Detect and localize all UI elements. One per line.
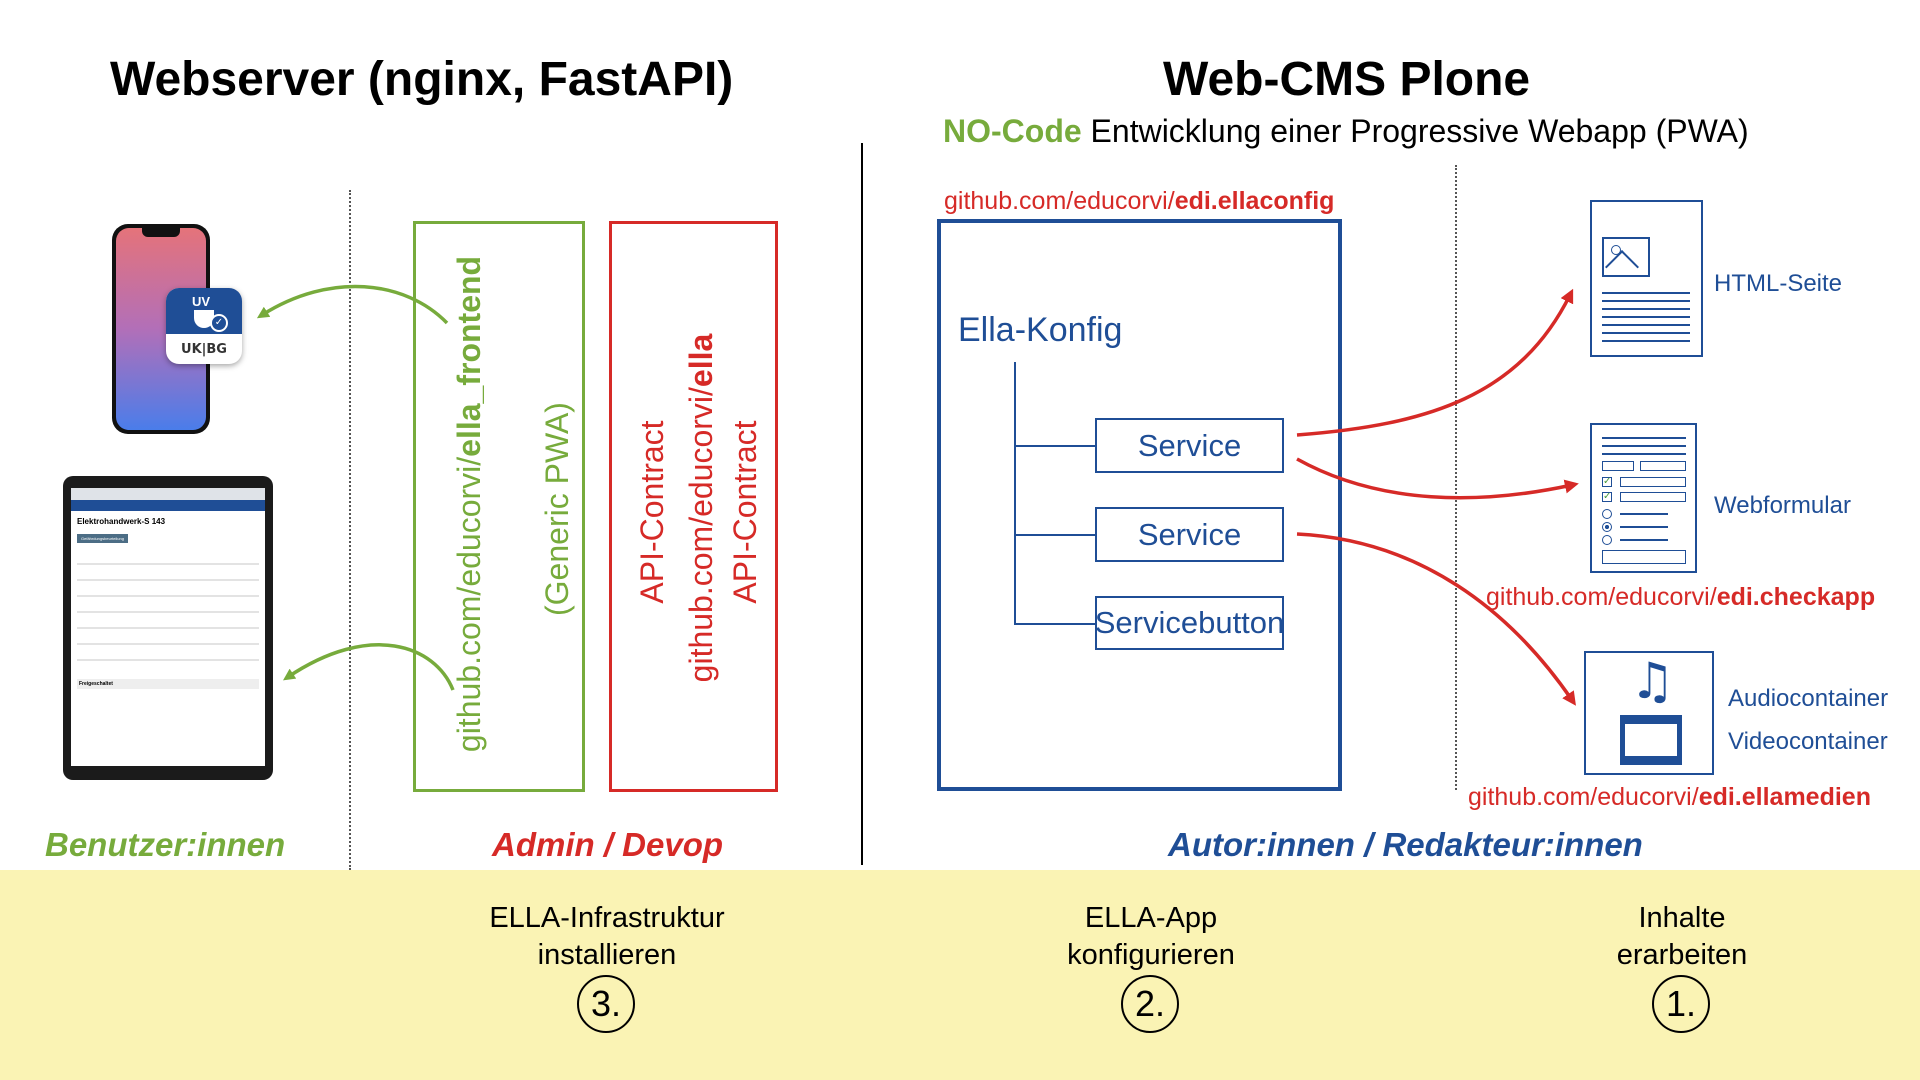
tablet-section-label: Freigeschaltet [77, 679, 259, 689]
subtitle: NO-Code Entwicklung einer Progressive We… [943, 113, 1749, 150]
radio-icon-2 [1602, 522, 1612, 532]
audio-container-label: Audiocontainer [1728, 685, 1889, 712]
ellamedien-repo-link[interactable]: github.com/educorvi/edi.ellamedien [1468, 783, 1871, 812]
tablet-app-header [71, 500, 265, 511]
webform-field-2 [1640, 461, 1686, 471]
right-dotted-divider [1455, 165, 1457, 790]
tree-branch-2 [1014, 534, 1096, 536]
webform-field-4 [1620, 492, 1686, 502]
api-repo-name: ella [683, 333, 719, 388]
step-2-badge: 2. [1121, 975, 1179, 1033]
checkapp-repo-name: edi.checkapp [1716, 583, 1876, 611]
subtitle-highlight: NO-Code [943, 113, 1082, 149]
tablet-action-button: Gefährdungsbeurteilung [77, 534, 128, 543]
checkapp-repo-prefix: github.com/educorvi/ [1486, 583, 1717, 611]
api-repo-box [609, 221, 778, 792]
image-icon [1602, 237, 1650, 284]
tree-trunk [1014, 362, 1016, 624]
app-icon-top-text: UV [192, 294, 211, 309]
frontend-repo-note: (Generic PWA) [539, 402, 575, 616]
main-divider [861, 143, 863, 865]
tablet: Elektrohandwerk-S 143 Gefährdungsbeurtei… [63, 476, 273, 780]
service-item-1[interactable]: Service [1095, 418, 1284, 473]
step-1-line1: Inhalte [1638, 902, 1726, 934]
tree-branch-1 [1014, 445, 1096, 447]
tablet-browser-bar [71, 488, 265, 500]
role-users: Benutzer:innen [45, 826, 286, 863]
ellamedien-repo-name: edi.ellamedien [1698, 783, 1871, 811]
frontend-repo-box [413, 221, 585, 792]
webform-field-3 [1620, 477, 1686, 487]
step-3-line1: ELLA-Infrastruktur [489, 902, 725, 934]
api-repo-prefix: github.com/educorvi/ [683, 387, 719, 683]
webform-field-1 [1602, 461, 1634, 471]
frontend-repo-link[interactable]: github.com/educorvi/ella_frontend [449, 229, 489, 779]
right-title: Web-CMS Plone [1163, 53, 1531, 106]
film-strip-frame [1625, 724, 1677, 756]
film-strip-icon [1620, 715, 1682, 765]
step-2-line2: konfigurieren [1067, 939, 1235, 971]
api-contract-label-1: API-Contract [634, 420, 670, 604]
frontend-repo-prefix: github.com/educorvi/ [451, 456, 487, 753]
frontend-repo-name: ella_frontend [451, 255, 487, 457]
service-item-2[interactable]: Service [1095, 507, 1284, 562]
html-page-lines [1602, 292, 1690, 346]
webform-textarea [1602, 550, 1686, 564]
tablet-screen: Elektrohandwerk-S 143 Gefährdungsbeurtei… [71, 488, 265, 766]
steps-band [0, 870, 1920, 1080]
app-icon-bottom-text: UK|BG [181, 342, 227, 357]
image-icon-sun [1611, 245, 1621, 255]
api-repo-link[interactable]: github.com/educorvi/ella [681, 273, 721, 743]
role-admin: Admin / Devop [492, 826, 724, 863]
step-2-line1: ELLA-App [1084, 902, 1218, 934]
step-3-line2: installieren [537, 939, 677, 971]
ellamedien-repo-prefix: github.com/educorvi/ [1468, 783, 1699, 811]
tablet-form-fields [77, 549, 259, 675]
ellaconfig-repo-name: edi.ellaconfig [1174, 187, 1335, 215]
html-page-icon [1590, 200, 1703, 357]
phone-notch [142, 228, 180, 237]
ellaconfig-repo-link[interactable]: github.com/educorvi/edi.ellaconfig [944, 187, 1334, 216]
tree-branch-3 [1014, 623, 1096, 625]
music-note-icon: ♫ [1630, 652, 1675, 710]
image-icon-mountain [1605, 250, 1639, 284]
checkmark-icon: ✓ [210, 314, 228, 332]
role-authors: Autor:innen / Redakteur:innen [1168, 826, 1643, 863]
uvbg-app-icon: UV ✓ UK|BG [166, 288, 242, 364]
media-container-icon: ♫ [1584, 651, 1714, 775]
html-page-label: HTML-Seite [1714, 270, 1843, 297]
ellaconfig-box [937, 219, 1342, 791]
step-1-line2: erarbeiten [1616, 939, 1748, 971]
shield-icon [194, 310, 214, 328]
radio-icon-1 [1602, 509, 1612, 519]
checkbox-icon-2: ✓ [1602, 491, 1612, 502]
api-contract-label-2: API-Contract [727, 420, 763, 604]
servicebutton-item[interactable]: Servicebutton [1095, 596, 1284, 650]
tablet-page-title: Elektrohandwerk-S 143 [77, 517, 166, 526]
step-3-text: ELLA-Infrastruktur installieren [487, 900, 727, 974]
step-1-text: Inhalte erarbeiten [1562, 900, 1802, 974]
left-dotted-divider [349, 190, 351, 870]
step-1-badge: 1. [1652, 975, 1710, 1033]
webform-header-lines [1602, 437, 1686, 457]
radio-icon-3 [1602, 535, 1612, 545]
step-2-text: ELLA-App konfigurieren [1031, 900, 1271, 974]
ellaconfig-title: Ella-Konfig [958, 311, 1123, 349]
ellaconfig-repo-prefix: github.com/educorvi/ [944, 187, 1175, 215]
webform-icon: ✓ ✓ [1590, 423, 1697, 573]
video-container-label: Videocontainer [1728, 728, 1888, 755]
webform-label: Webformular [1714, 492, 1851, 519]
left-title: Webserver (nginx, FastAPI) [110, 53, 734, 106]
app-icon-top: UV ✓ [166, 288, 242, 334]
webform-option-lines [1620, 513, 1668, 541]
checkapp-repo-link[interactable]: github.com/educorvi/edi.checkapp [1486, 583, 1875, 612]
step-3-badge: 3. [577, 975, 635, 1033]
subtitle-rest: Entwicklung einer Progressive Webapp (PW… [1081, 113, 1749, 149]
checkbox-icon-1: ✓ [1602, 476, 1612, 487]
